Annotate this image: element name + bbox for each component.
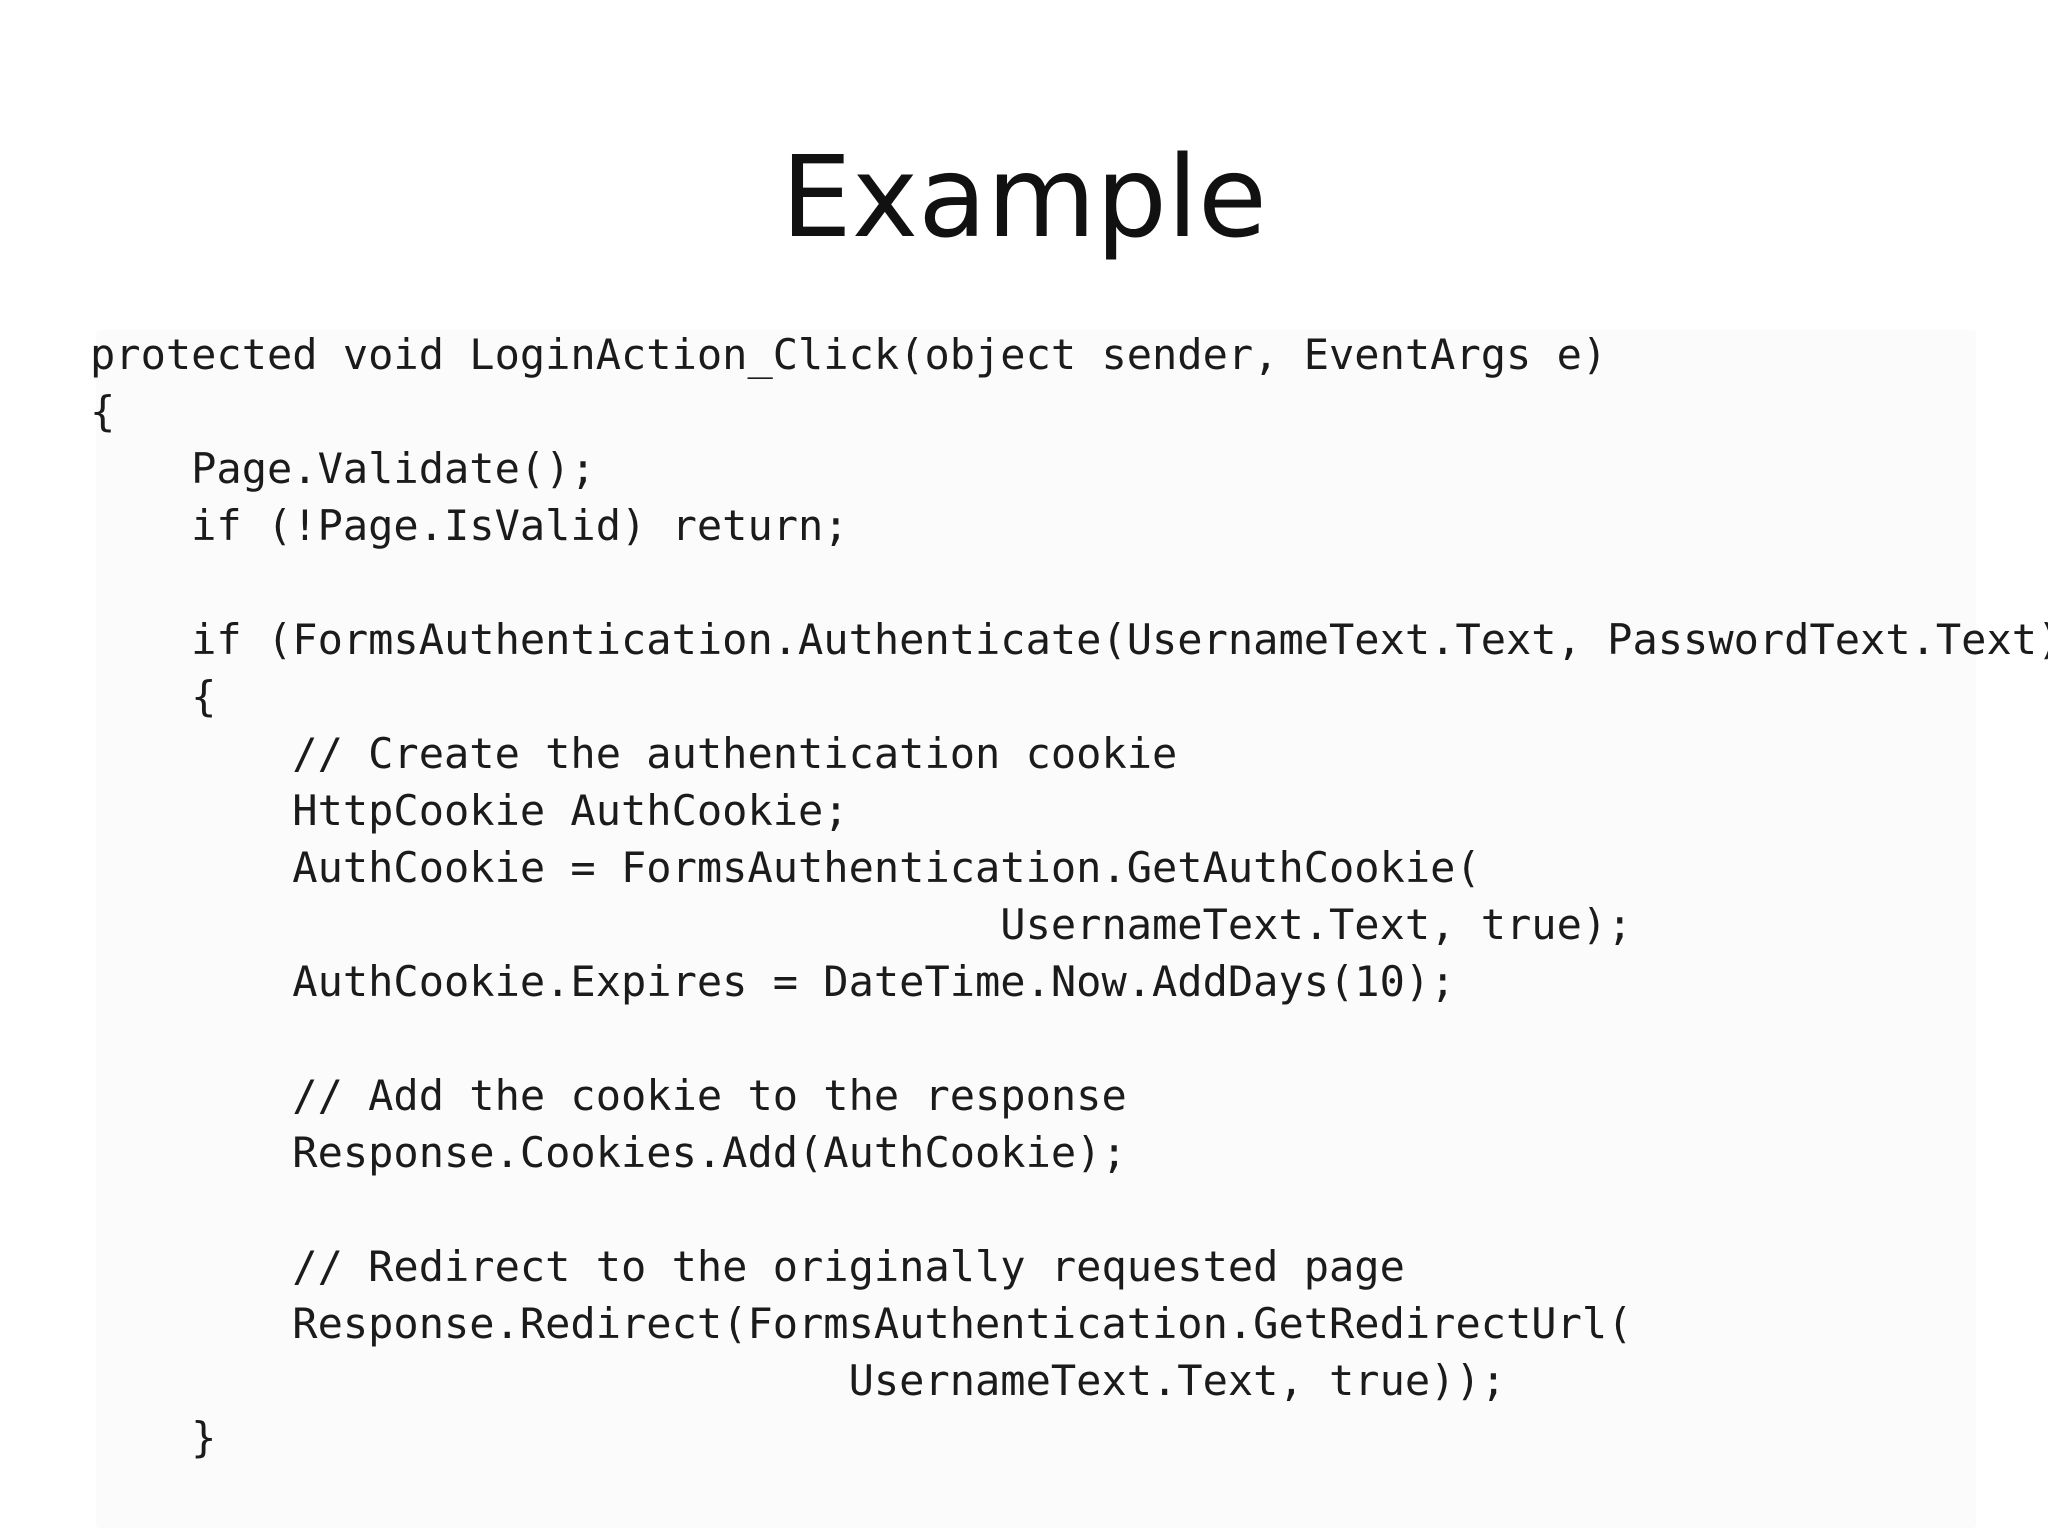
code-line: if (FormsAuthentication.Authenticate(Use… bbox=[90, 615, 2048, 664]
code-line bbox=[90, 1010, 1990, 1067]
code-line: if (!Page.IsValid) return; bbox=[90, 501, 849, 550]
code-line: AuthCookie.Expires = DateTime.Now.AddDay… bbox=[90, 957, 1456, 1006]
code-line: } bbox=[90, 1413, 217, 1462]
code-line: { bbox=[90, 672, 217, 721]
code-line: UsernameText.Text, true)); bbox=[90, 1356, 1507, 1405]
code-block: protected void LoginAction_Click(object … bbox=[90, 326, 2048, 1466]
code-line: Page.Validate(); bbox=[90, 444, 596, 493]
slide-title: Example bbox=[781, 133, 1267, 263]
code-line: Response.Cookies.Add(AuthCookie); bbox=[90, 1128, 1127, 1177]
code-line: AuthCookie = FormsAuthentication.GetAuth… bbox=[90, 843, 1481, 892]
code-background bbox=[96, 330, 1976, 1528]
code-line: // Add the cookie to the response bbox=[90, 1071, 1127, 1120]
code-line: UsernameText.Text, true); bbox=[90, 900, 1633, 949]
code-line: HttpCookie AuthCookie; bbox=[90, 786, 849, 835]
code-line: // Create the authentication cookie bbox=[90, 729, 1178, 778]
code-line: Response.Redirect(FormsAuthentication.Ge… bbox=[90, 1299, 1633, 1348]
code-line: // Redirect to the originally requested … bbox=[90, 1242, 1405, 1291]
code-line: { bbox=[90, 387, 116, 436]
code-line: protected void LoginAction_Click(object … bbox=[90, 330, 1608, 379]
code-line bbox=[90, 554, 1990, 611]
code-line bbox=[90, 1181, 1990, 1238]
